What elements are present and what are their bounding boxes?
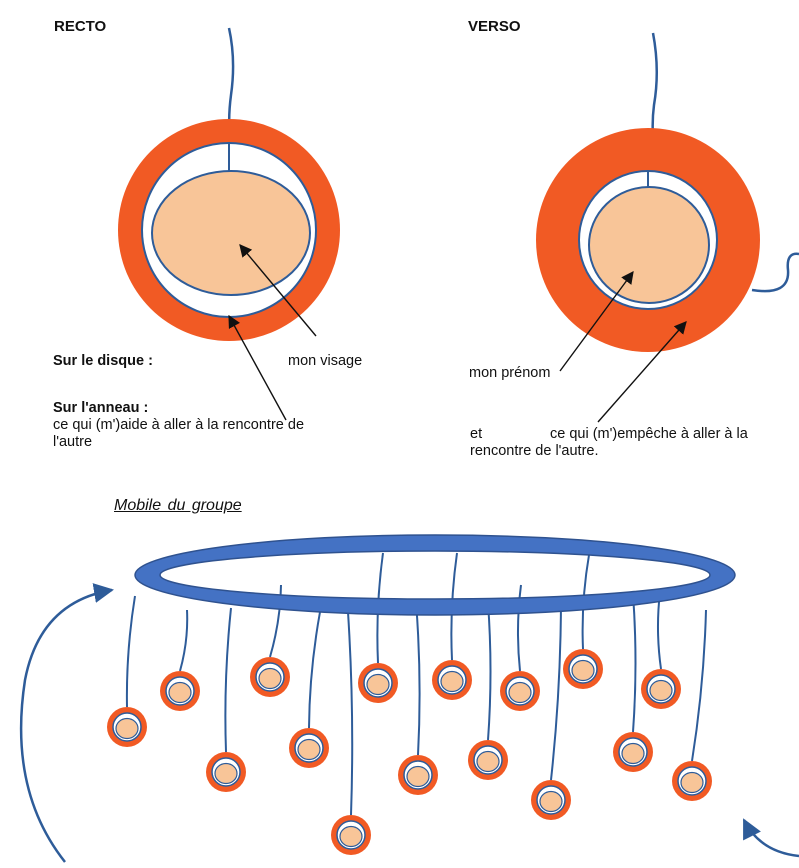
pendant-string (632, 593, 637, 733)
group-mobile (19, 534, 799, 863)
pendant-disc (571, 659, 595, 682)
recto-disc-value: mon visage (288, 353, 363, 369)
pendant-disc (440, 670, 464, 693)
pendant-disc (476, 750, 500, 773)
recto-ring-label: Sur l'anneau : (53, 400, 149, 416)
verso-figure (536, 32, 799, 423)
pendant (331, 815, 371, 855)
pendant-string (487, 602, 492, 741)
recto-disc-label: Sur le disque : (53, 353, 153, 369)
pendant-disc (680, 771, 704, 794)
verso-disc-arrow (559, 270, 634, 372)
recto-heading: RECTO (54, 18, 107, 35)
verso-heading: VERSO (468, 18, 521, 35)
pendant-disc (115, 717, 139, 740)
pendant-string (656, 591, 662, 670)
pendant-string (691, 609, 707, 762)
pendant (468, 740, 508, 780)
pendant (563, 649, 603, 689)
pendant-string (550, 595, 562, 781)
pendant-string (415, 601, 421, 756)
pendant (398, 755, 438, 795)
pendant (672, 761, 712, 801)
pendant (641, 669, 681, 709)
recto-ring-text-line1: ce qui (m')aide à aller à la rencontre d… (53, 417, 305, 433)
pendant-string (125, 595, 136, 708)
pendant-disc (258, 667, 282, 690)
rotation-arrow-left (19, 583, 114, 863)
pendant-disc (339, 825, 363, 848)
pendant-disc (168, 681, 192, 704)
pendant (250, 657, 290, 697)
verso-side-string (751, 252, 799, 293)
rotation-arrow-right (742, 818, 799, 858)
mobile-title: Mobile du groupe (114, 497, 242, 514)
verso-ring-text-line2: rencontre de l'autre. (470, 443, 599, 459)
verso-disc-value: mon prénom (469, 365, 551, 381)
pendant (206, 752, 246, 792)
pendant-disc (508, 681, 532, 704)
pendant (107, 707, 147, 747)
pendant-disc (539, 790, 563, 813)
pendant-string (269, 584, 282, 658)
pendant (500, 671, 540, 711)
recto-figure (118, 27, 340, 421)
pendant-string (224, 607, 232, 753)
pendant-string (179, 609, 189, 672)
pendant-disc (406, 765, 430, 788)
recto-disc (151, 170, 311, 296)
recto-hanging-string (227, 27, 235, 135)
pendant-string (347, 611, 354, 816)
pendant (160, 671, 200, 711)
pendant-string (308, 611, 321, 729)
recto-ring-arrow (228, 314, 287, 421)
pendant (432, 660, 472, 700)
pendant (531, 780, 571, 820)
pendant-disc (621, 742, 645, 765)
pendant (289, 728, 329, 768)
pendant (613, 732, 653, 772)
recto-disc-arrow (239, 244, 317, 337)
verso-ring-prefix: et (470, 426, 483, 442)
pendant-disc (214, 762, 238, 785)
pendant-string (517, 584, 522, 672)
verso-disc (588, 186, 710, 304)
verso-hanging-string (651, 32, 659, 138)
verso-ring-arrow (597, 321, 687, 423)
pendant-disc (649, 679, 673, 702)
recto-ring-text-line2: l'autre (53, 434, 93, 450)
pendant-disc (297, 738, 321, 761)
mobile-hoop (134, 534, 736, 616)
pendant (358, 663, 398, 703)
pendants (107, 649, 712, 855)
pendant-disc (366, 673, 390, 696)
verso-ring-text-line1: ce qui (m')empêche à aller à la (550, 426, 748, 442)
pendant-strings (125, 552, 707, 816)
